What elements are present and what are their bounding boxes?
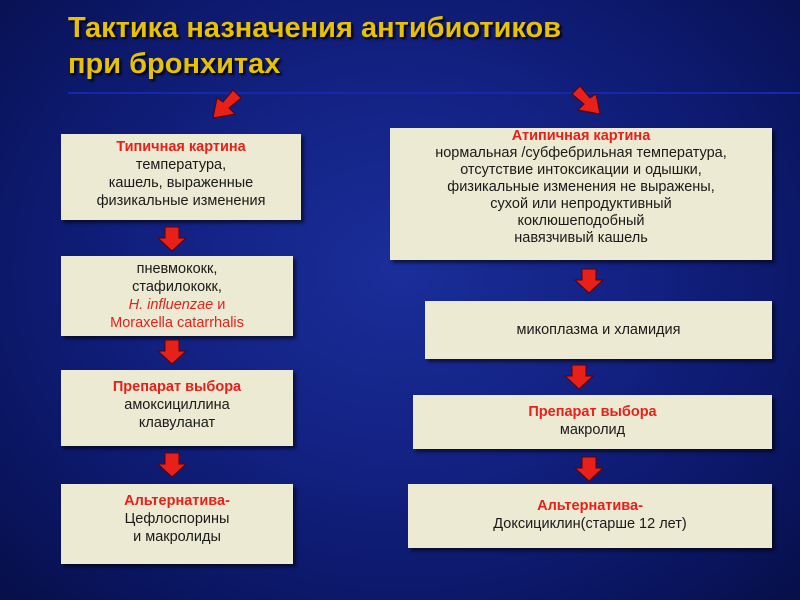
typical-line: физикальные изменения [96, 193, 266, 209]
pathogen-line: H. influenzae и [61, 296, 293, 314]
atypical-choice-box: Препарат выбора макролид [413, 395, 772, 449]
choice-line: клавуланат [138, 415, 216, 431]
title-line-1: Тактика назначения антибиотиков [68, 12, 562, 44]
title-divider [68, 92, 800, 94]
pathogen-line: Moraxella catarrhalis [110, 315, 244, 331]
slide-title: Тактика назначения антибиотиков при брон… [68, 10, 561, 82]
atypical-line: коклюшеподобный [517, 213, 645, 229]
arrow-to-typical [207, 88, 245, 122]
choice-heading: Препарат выбора [112, 379, 242, 395]
typical-line: температура, [135, 157, 227, 173]
arrow-down-icon [157, 452, 187, 478]
arrow-down-icon [157, 226, 187, 252]
alternative-line: Цефлоспорины [124, 511, 230, 527]
atypical-pathogens-box: микоплазма и хламидия [425, 301, 772, 359]
choice-line: макролид [559, 422, 626, 438]
atypical-line: навязчивый кашель [514, 230, 648, 246]
typical-presentation-box: Типичная картина температура, кашель, вы… [61, 134, 301, 220]
pathogen-italic: H. influenzae [128, 297, 214, 313]
atypical-line: сухой или непродуктивный [490, 196, 672, 212]
atypical-line: физикальные изменения не выражены, [447, 179, 715, 195]
atypical-line: отсутствие интоксикации и одышки, [460, 162, 702, 178]
atypical-presentation-box: Атипичная картина нормальная /субфебриль… [390, 128, 772, 260]
atypical-alternative-box: Альтернатива- Доксициклин(старше 12 лет) [408, 484, 772, 548]
typical-choice-box: Препарат выбора амоксициллина клавуланат [61, 370, 293, 446]
pathogen-line: стафилококк, [132, 279, 222, 295]
pathogen-suffix: и [213, 297, 226, 313]
arrow-to-atypical [568, 84, 606, 118]
atypical-heading: Атипичная картина [511, 128, 651, 144]
arrow-down-icon [574, 268, 604, 294]
atypical-pathogens-text: микоплазма и хламидия [516, 322, 681, 338]
alternative-heading: Альтернатива- [124, 493, 230, 509]
alternative-line: Доксициклин(старше 12 лет) [493, 516, 687, 532]
arrow-down-icon [157, 339, 187, 365]
pathogen-line: пневмококк, [136, 261, 218, 277]
typical-pathogens-box: пневмококк, стафилококк, H. influenzae и… [61, 256, 293, 336]
choice-line: амоксициллина [124, 397, 230, 413]
typical-heading: Типичная картина [116, 139, 246, 155]
arrow-down-icon [564, 364, 594, 390]
typical-line: кашель, выраженные [108, 175, 254, 191]
alternative-line: и макролиды [133, 529, 221, 545]
choice-heading: Препарат выбора [528, 404, 657, 420]
alternative-heading: Альтернатива- [537, 498, 643, 514]
atypical-line: нормальная /субфебрильная температура, [435, 145, 727, 161]
title-line-2: при бронхитах [68, 48, 281, 80]
arrow-down-icon [574, 456, 604, 482]
typical-alternative-box: Альтернатива- Цефлоспорины и макролиды [61, 484, 293, 564]
